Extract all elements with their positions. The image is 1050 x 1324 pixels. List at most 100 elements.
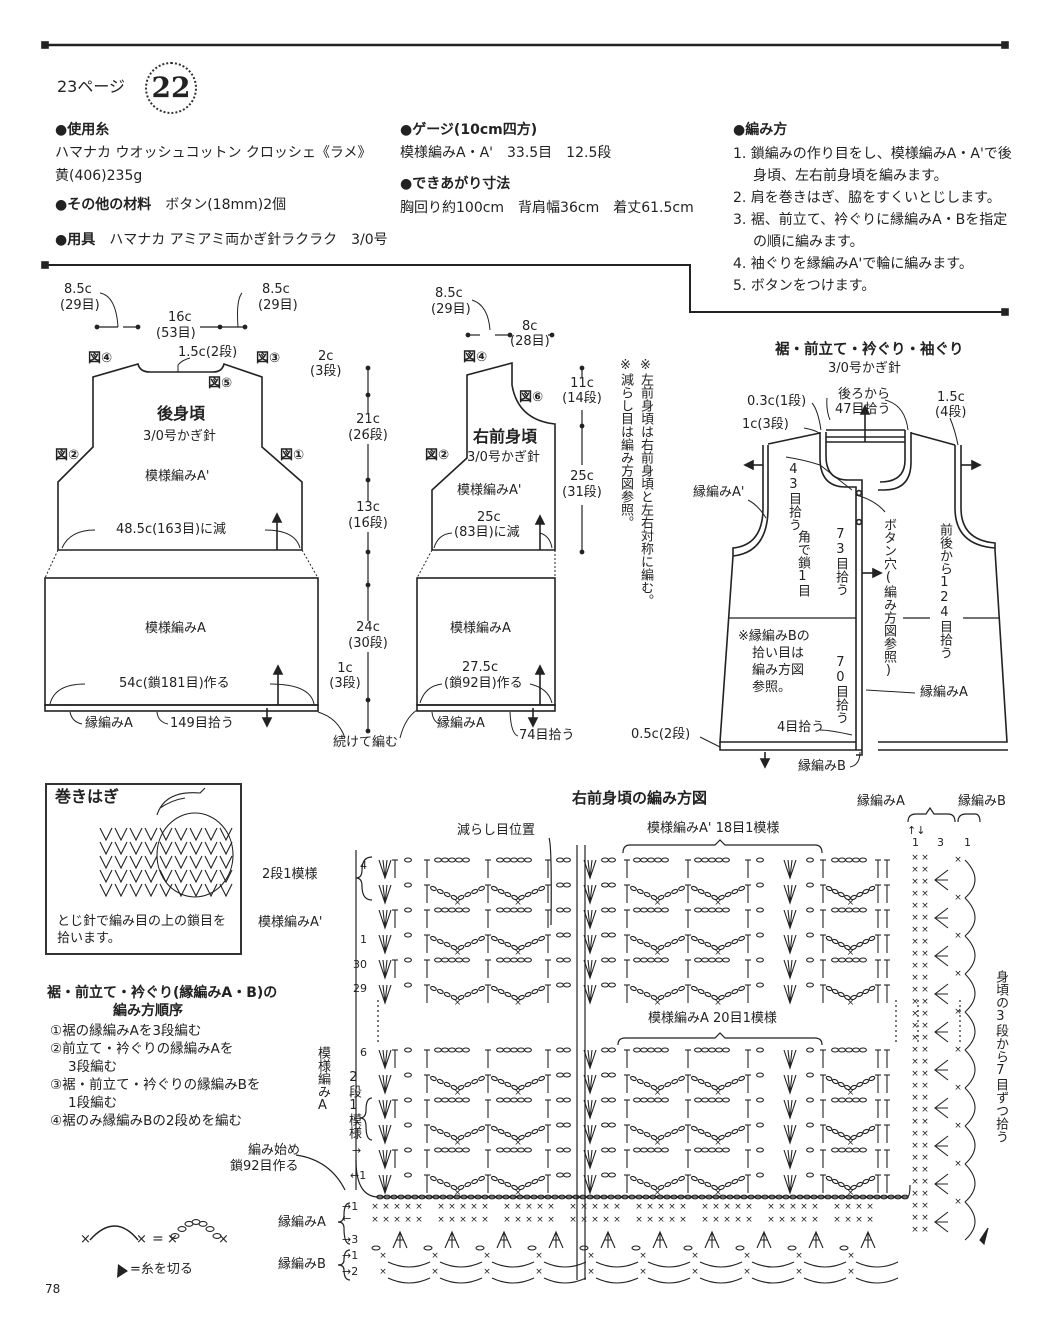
chain-symbol — [601, 1072, 609, 1078]
single-crochet-symbol: × — [514, 948, 522, 958]
chain-symbol — [701, 957, 709, 963]
single-crochet-symbol: × — [371, 1215, 379, 1225]
chain-arc-symbol — [543, 1261, 587, 1268]
foundation-chain — [705, 1194, 713, 1200]
chain-symbol — [647, 857, 655, 863]
pickup-label: 47目拾う — [835, 402, 891, 417]
chain-symbol — [563, 1147, 571, 1153]
single-crochet-symbol: × — [639, 1251, 647, 1261]
chain-symbol — [510, 857, 518, 863]
chain-symbol — [430, 1125, 437, 1132]
single-crochet-symbol: × — [743, 1267, 751, 1277]
chain-symbol — [650, 944, 658, 951]
chain-symbol — [556, 982, 564, 988]
chart-title: 右前身頃の編み方図 — [572, 789, 708, 807]
chain-symbol — [531, 1078, 539, 1085]
chain-symbol — [661, 957, 669, 963]
chain-symbol — [436, 938, 444, 945]
single-crochet-symbol: × — [525, 1215, 533, 1225]
chain-symbol — [524, 1147, 532, 1153]
chain-symbol — [756, 907, 764, 913]
chain-symbol — [694, 1147, 702, 1153]
single-crochet-symbol: × — [448, 1215, 456, 1225]
chain-symbol — [601, 1172, 609, 1178]
chain-symbol — [504, 1081, 512, 1088]
single-crochet-symbol: × — [745, 1202, 753, 1212]
chain-symbol — [404, 907, 412, 913]
foundation-chain — [565, 1194, 573, 1200]
chain-symbol — [701, 1047, 709, 1053]
chain-symbol — [722, 907, 730, 913]
foundation-chain — [390, 1194, 398, 1200]
v-stitch-symbol — [583, 909, 597, 930]
v-stitch-symbol — [583, 1074, 597, 1095]
chain-symbol — [640, 1047, 648, 1053]
edging-b-row-label: 縁編みB — [278, 1257, 326, 1272]
chain-symbol — [636, 1128, 644, 1135]
single-crochet-symbol: × — [591, 1202, 599, 1212]
measure-rows: (4段) — [935, 405, 967, 420]
chain-symbol — [844, 994, 851, 1001]
single-crochet-symbol: × — [795, 1267, 803, 1277]
chain-symbol — [831, 988, 839, 995]
single-crochet-symbol: × — [525, 1202, 533, 1212]
single-crochet-symbol: × — [714, 948, 722, 958]
chain-symbol — [524, 907, 532, 913]
chain-symbol — [601, 882, 609, 888]
chain-symbol — [704, 991, 712, 998]
chain-symbol — [650, 894, 658, 901]
page-reference: 23ページ — [57, 77, 126, 96]
legend-arcs — [89, 1225, 139, 1241]
chain-symbol — [756, 932, 764, 938]
chain-symbol — [517, 857, 525, 863]
chain-symbol — [838, 1147, 846, 1153]
chain-symbol — [517, 907, 525, 913]
chain-symbol — [690, 1125, 698, 1132]
measure-rows: (3段) — [310, 364, 342, 379]
single-crochet-symbol: × — [691, 1267, 699, 1277]
chain-symbol — [504, 991, 512, 998]
v-stitch-symbol — [378, 1074, 392, 1095]
edging-diagram-title: 裾・前立て・衿ぐり・袖ぐり — [775, 342, 964, 358]
single-crochet-symbol: × — [811, 1215, 819, 1225]
chain-symbol — [708, 1147, 716, 1153]
chain-symbol — [845, 857, 853, 863]
shoulder-stitch-label: (29目) — [60, 298, 100, 313]
foundation-chain — [376, 1194, 384, 1200]
chain-symbol — [205, 1226, 215, 1232]
chain-symbol — [517, 894, 525, 901]
chain-symbol — [633, 957, 641, 963]
pickup-label: 73目拾う — [832, 527, 848, 596]
chain-symbol — [711, 1084, 719, 1091]
single-crochet-symbol: × — [866, 1215, 874, 1225]
single-crochet-symbol: × — [454, 1138, 462, 1148]
single-crochet-symbol: × — [911, 973, 919, 983]
single-crochet-symbol: × — [580, 1215, 588, 1225]
chain-arc-symbol — [439, 1277, 483, 1284]
chain-symbol — [510, 957, 518, 963]
pattern-label: 模様編みA — [314, 1046, 330, 1113]
chain-symbol — [510, 907, 518, 913]
chain-symbol — [511, 944, 519, 951]
chain-symbol — [563, 882, 571, 888]
chain-arc-symbol — [964, 1163, 976, 1203]
edging-label: 縁編みA — [85, 716, 133, 731]
chain-symbol — [661, 857, 669, 863]
chain-arc-symbol — [699, 1277, 743, 1284]
chain-symbol — [650, 1184, 658, 1191]
chain-symbol — [722, 1097, 730, 1103]
repeat-label: 2段1模様 — [345, 1070, 361, 1139]
edging-b-note: 拾い目は — [752, 646, 805, 661]
chain-symbol — [856, 991, 864, 998]
chain-symbol — [640, 957, 648, 963]
chain-symbol — [640, 1147, 648, 1153]
chain-symbol — [697, 1128, 705, 1135]
foundation-chain — [852, 1194, 860, 1200]
chain-symbol — [806, 932, 814, 938]
pickup-label: 43目拾う — [785, 462, 801, 531]
chain-symbol — [852, 957, 860, 963]
chain-symbol — [704, 891, 712, 898]
chain-symbol — [490, 1175, 498, 1182]
chain-symbol — [657, 944, 665, 951]
chain-symbol — [503, 1097, 511, 1103]
